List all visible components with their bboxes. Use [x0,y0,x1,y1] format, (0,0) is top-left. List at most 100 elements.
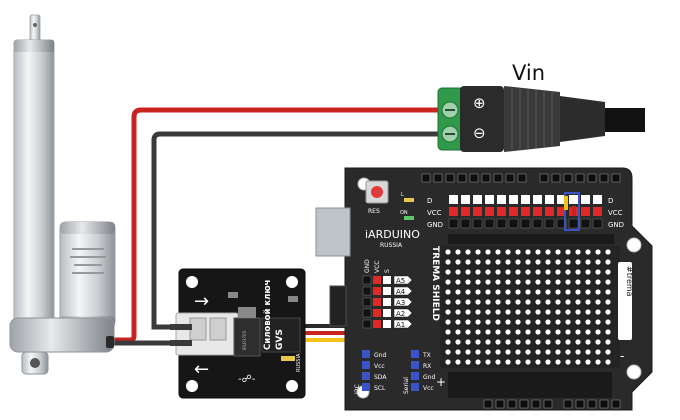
proto-hole [465,279,471,285]
proto-hole [465,339,471,345]
proto-hole [525,289,531,295]
proto-hole [505,329,511,335]
actuator-label-lines [70,248,106,274]
proto-hole [585,249,591,255]
proto-hole [505,309,511,315]
proto-hole [585,289,591,295]
proto-hole [605,319,611,325]
proto-hole [475,339,481,345]
proto-hole [465,289,471,295]
proto-hole [445,269,451,275]
proto-hole [485,349,491,355]
proto-hole [465,359,471,365]
proto-hole [525,249,531,255]
proto-hole [455,329,461,335]
proto-hole [605,309,611,315]
proto-hole [545,309,551,315]
proto-hole [595,359,601,365]
vcc-label-left: VCC [427,209,442,217]
plus-circle-icon: ⊕ [473,94,486,112]
proto-hole [555,269,561,275]
proto-hole [545,329,551,335]
proto-hole [495,249,501,255]
i2c-title: I2C [354,384,361,394]
black-wire [151,131,440,330]
proto-hole [495,329,501,335]
proto-hole [445,309,451,315]
trema-tag: #trema [625,266,634,297]
minus-circle-icon: ⊖ [473,124,486,142]
shield-brand: iARDUINO [365,228,420,241]
proto-hole [555,359,561,365]
arrow-left-icon: ← [194,359,209,380]
analog-header-vcc: VCC [374,261,381,273]
proto-hole [505,299,511,305]
i2c-sda-label: SDA [374,374,387,381]
proto-hole [515,339,521,345]
proto-hole [525,309,531,315]
proto-hole [445,339,451,345]
proto-hole [545,319,551,325]
bottom-header-pins [483,399,621,409]
on-led-label: ON [400,210,408,216]
proto-hole [505,259,511,265]
proto-hole [455,309,461,315]
proto-hole [505,359,511,365]
proto-hole [535,249,541,255]
proto-hole [515,349,521,355]
proto-hole [605,289,611,295]
proto-hole [595,279,601,285]
analog-label-a5: A5 [396,277,405,285]
proto-hole [465,309,471,315]
proto-hole [445,349,451,355]
proto-hole [445,259,451,265]
proto-hole [545,299,551,305]
shield-wire-ends [564,196,576,216]
proto-hole [465,349,471,355]
proto-hole [535,319,541,325]
proto-hole [515,279,521,285]
proto-hole [505,349,511,355]
d-label-left: D [427,197,432,205]
proto-hole [445,289,451,295]
proto-hole [605,339,611,345]
proto-hole [465,319,471,325]
proto-hole [445,249,451,255]
top-header-pins [421,173,621,183]
shield-country: RUSSIA [380,242,403,249]
proto-hole [565,249,571,255]
proto-hole [555,259,561,265]
proto-hole [495,299,501,305]
proto-hole [485,359,491,365]
proto-hole [545,339,551,345]
proto-hole [485,329,491,335]
proto-hole [605,349,611,355]
proto-hole [505,339,511,345]
arrow-right-icon: → [194,291,209,312]
module-pins-label: GVS [275,329,285,350]
module-country: RUSSIA [296,353,302,372]
proto-hole [575,299,581,305]
proto-hole [535,309,541,315]
proto-hole [525,329,531,335]
proto-hole [525,339,531,345]
proto-hole [555,299,561,305]
proto-hole [575,279,581,285]
proto-hole [515,249,521,255]
proto-hole [605,359,611,365]
proto-hole [545,249,551,255]
proto-hole [495,359,501,365]
proto-hole [505,249,511,255]
proto-hole [515,309,521,315]
proto-hole [525,259,531,265]
proto-hole [445,359,451,365]
jack-ribs [511,88,553,150]
proto-hole [455,299,461,305]
proto-hole [595,249,601,255]
proto-hole [585,279,591,285]
proto-hole [585,329,591,335]
serial-title: Serial [403,377,410,394]
proto-hole [535,269,541,275]
proto-hole [595,329,601,335]
proto-hole [535,259,541,265]
